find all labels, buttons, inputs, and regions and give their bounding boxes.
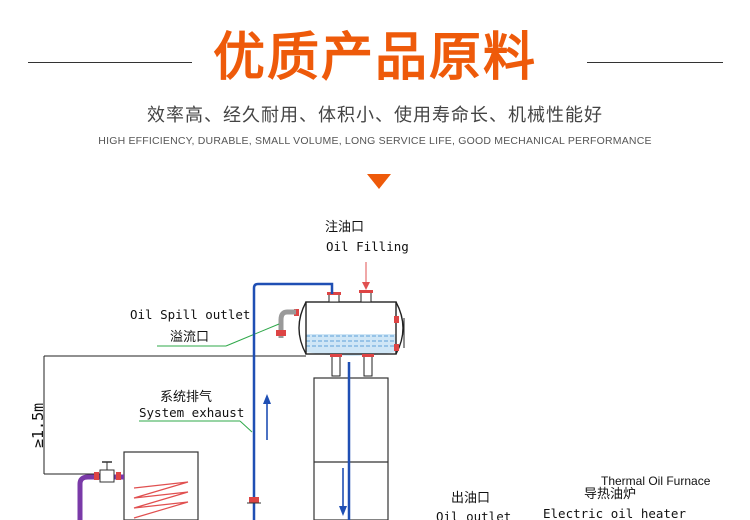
oil-spill-label-cn: 溢流口: [170, 330, 209, 345]
overflow-valve: [276, 330, 286, 336]
expansion-tank: [294, 290, 405, 377]
down-arrow-icon: [367, 174, 391, 189]
oil-filling-label-cn: 注油口: [325, 220, 364, 235]
oil-filling-label-en: Oil Filling: [326, 239, 409, 254]
page-title: 优质产品原料: [212, 28, 537, 88]
subtitle-english: HIGH EFFICIENCY, DURABLE, SMALL VOLUME, …: [98, 135, 652, 147]
return-valve: [99, 469, 115, 483]
height-label: ≥1.5m: [29, 403, 47, 448]
support-column: [313, 377, 389, 520]
oil-spill-leader: [225, 323, 280, 347]
heater-box: [123, 451, 199, 520]
header-line-right: [587, 62, 723, 63]
heating-coil: [133, 481, 189, 519]
return-pipe: [77, 474, 124, 520]
system-exhaust-label-en: System exhaust: [139, 405, 244, 420]
header-line-left: [28, 62, 192, 63]
heater-label-en: Electric oil heater: [543, 506, 686, 520]
system-exhaust-leader: [239, 420, 253, 433]
exhaust-pipe: [252, 282, 334, 520]
oil-outlet-label-en: Oil outlet: [436, 509, 511, 520]
overflow-pipe: [278, 309, 296, 338]
thermal-furnace-label-en: Thermal Oil Furnace: [601, 474, 711, 488]
system-exhaust-label-cn: 系统排气: [160, 389, 212, 405]
oil-filling-arrowhead: [362, 282, 370, 290]
oil-outlet-label-cn: 出油口: [451, 491, 490, 506]
subtitle-chinese: 效率高、经久耐用、体积小、使用寿命长、机械性能好: [147, 105, 603, 126]
oil-spill-label-en: Oil Spill outlet: [130, 307, 250, 322]
exhaust-valve: [249, 497, 259, 503]
heater-label-cn: 导热油炉: [584, 487, 636, 502]
